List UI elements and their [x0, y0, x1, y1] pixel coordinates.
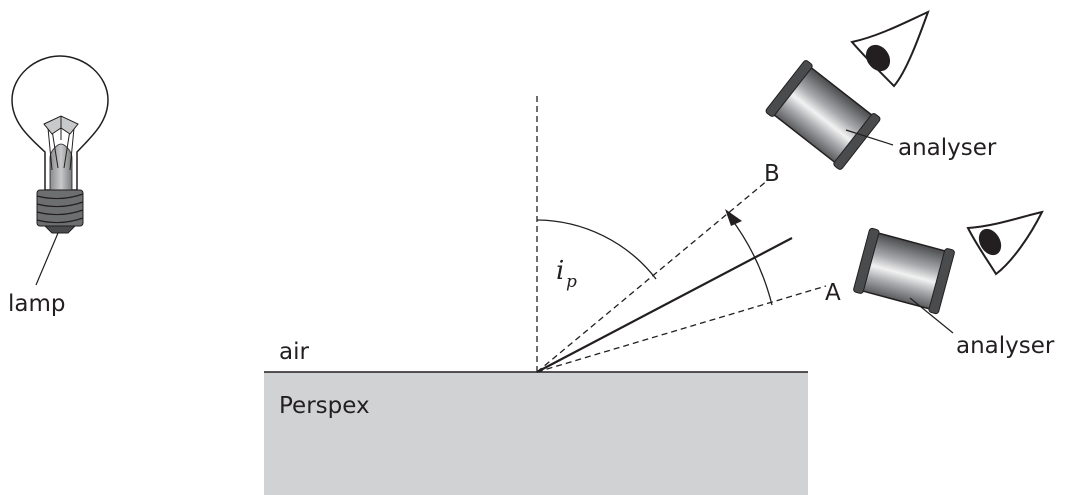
reflected-ray: [536, 237, 793, 373]
angle-arc-ip: [536, 219, 657, 280]
analyser-upper-label: analyser: [898, 135, 997, 161]
analyser-lower-leader: [909, 297, 954, 334]
analyser-upper-icon: [765, 60, 881, 170]
rotation-arc: [729, 216, 773, 306]
angle-ip-subscript: p: [566, 272, 577, 292]
angle-ip-symbol: i: [556, 256, 564, 286]
rotation-arrowhead: [725, 209, 742, 226]
perspex-label: Perspex: [279, 393, 370, 419]
perspex-block: [264, 372, 808, 495]
air-label: air: [279, 339, 309, 365]
point-a-label: A: [825, 280, 841, 306]
lamp-leader-line: [35, 232, 59, 286]
analyser-lower-icon: [853, 227, 955, 315]
analyser-lower-label: analyser: [956, 333, 1055, 359]
eye-lower-icon: [966, 210, 1044, 276]
analyser-upper-leader: [845, 129, 894, 146]
ray-to-b: [536, 179, 769, 373]
eye-upper-icon: [850, 10, 930, 88]
point-b-label: B: [764, 161, 780, 187]
lamp-icon: [11, 55, 109, 234]
lamp-label: lamp: [8, 291, 66, 317]
ray-to-a: [536, 285, 827, 373]
